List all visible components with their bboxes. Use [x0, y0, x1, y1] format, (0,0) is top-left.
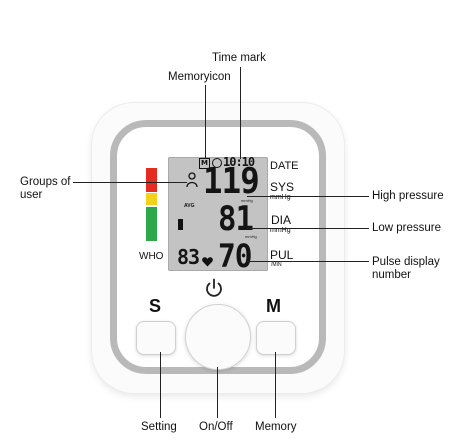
callout-line-pulse: [247, 261, 369, 262]
callout-time-mark: Time mark: [212, 52, 266, 64]
power-icon: [203, 277, 225, 304]
lcd-memory-number: 83: [177, 245, 200, 269]
callout-on-off: On/Off: [199, 421, 233, 433]
callout-line-time-mark: [240, 67, 241, 159]
dia-unit-label: mmHg: [270, 227, 291, 234]
callout-memory: Memory: [255, 421, 297, 433]
callout-line-low-pressure: [247, 228, 369, 229]
who-indicator-yellow: [146, 193, 157, 205]
memory-icon: M: [199, 158, 210, 169]
callout-line-high-pressure: [247, 196, 369, 197]
lcd-sys-value: 119: [203, 161, 260, 202]
callout-line-groups-of-user: [73, 182, 187, 183]
callout-line-memory: [275, 352, 276, 418]
who-label: WHO: [139, 251, 164, 262]
callout-line-on-off: [217, 367, 218, 418]
setting-button-letter: S: [149, 296, 162, 316]
callout-memory-icon: Memoryicon: [168, 71, 231, 83]
callout-high-pressure: High pressure: [372, 190, 444, 202]
memory-button[interactable]: [256, 321, 296, 355]
date-label: DATE: [270, 160, 299, 172]
who-indicator-green: [146, 207, 157, 241]
callout-groups-of-user: Groups of user: [20, 176, 71, 201]
lcd-screen: [168, 157, 268, 271]
memory-button-letter: M: [266, 296, 281, 316]
lcd-cuff-indicator: [178, 219, 183, 230]
user-group-icon: [185, 172, 199, 193]
callout-setting: Setting: [141, 421, 177, 433]
lcd-pulse-value: 70: [218, 237, 253, 275]
callout-pulse-display-number: Pulse display number: [372, 256, 440, 281]
lcd-avg-label: AVG: [184, 203, 195, 209]
pul-unit-label: /MIN: [271, 262, 282, 268]
lcd-dia-value: 81: [218, 199, 254, 239]
pul-label: PUL: [270, 248, 294, 262]
clock-icon: [212, 158, 222, 168]
dia-label: DIA: [271, 213, 292, 227]
power-button[interactable]: [185, 304, 251, 370]
lcd-time: 10:10: [223, 155, 255, 169]
who-indicator-red: [146, 168, 157, 192]
setting-button[interactable]: [136, 321, 176, 355]
sys-unit-label: mmHg: [270, 194, 291, 201]
lcd-mmhg-small-1: mmHg: [241, 198, 253, 203]
heart-icon: [202, 254, 213, 272]
lcd-mmhg-small-2: mmHg: [245, 234, 257, 239]
sys-label: SYS: [270, 180, 295, 194]
callout-low-pressure: Low pressure: [372, 222, 442, 234]
callout-line-memory-icon: [205, 85, 206, 159]
callout-line-setting: [160, 352, 161, 418]
